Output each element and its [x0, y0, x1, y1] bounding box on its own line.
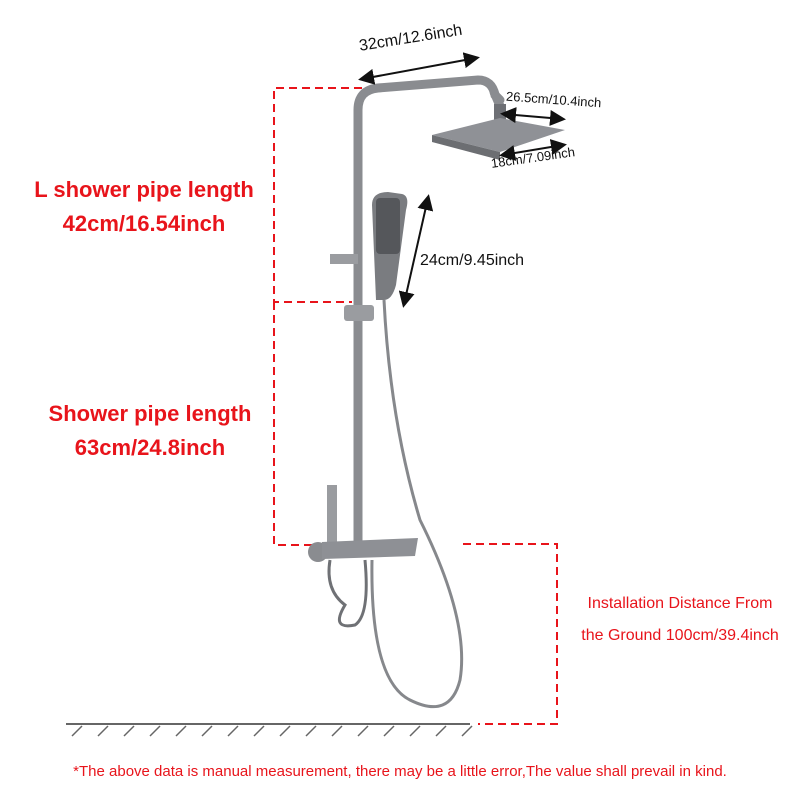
l-pipe-label: L shower pipe length 42cm/16.54inch [24, 173, 264, 241]
mixer-valve [308, 485, 418, 628]
l-pipe-title: L shower pipe length [34, 177, 254, 202]
pipe-title: Shower pipe length [48, 401, 252, 426]
dimension-arrows [358, 52, 567, 308]
pipe-value: 63cm/24.8inch [74, 435, 226, 460]
l-pipe-value: 42cm/16.54inch [62, 211, 226, 236]
hand-shower [330, 192, 408, 321]
pipe-label: Shower pipe length 63cm/24.8inch [30, 397, 270, 465]
shower-hose [370, 299, 464, 709]
hand-shower-dimension: 24cm/9.45inch [420, 252, 525, 269]
installation-line-2: the Ground 100cm/39.4inch [581, 627, 779, 644]
dashed-guides [273, 87, 558, 725]
installation-line-1: Installation Distance From [587, 595, 773, 612]
measurement-note: *The above data is manual measurement, t… [73, 763, 727, 780]
ground-line [66, 723, 473, 737]
installation-label: Installation Distance From the Ground 10… [560, 588, 800, 652]
